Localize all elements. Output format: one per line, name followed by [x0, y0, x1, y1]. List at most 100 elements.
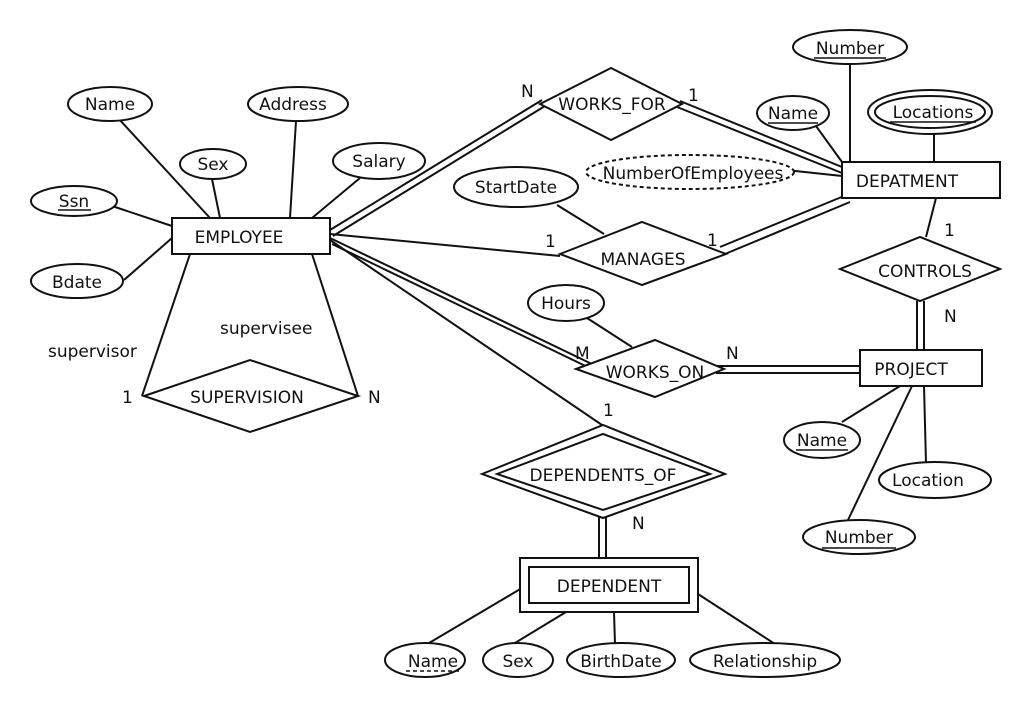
- attribute-employee-name-label: Name: [85, 95, 135, 115]
- line-department-numberofemployees: [785, 169, 843, 177]
- cardinality-supervision-supervisee: N: [368, 388, 381, 408]
- attribute-department-name-key: Name: [756, 95, 830, 131]
- relationship-supervision-label: SUPERVISION: [190, 388, 304, 408]
- attribute-dependent-name-partial-key: Name: [384, 642, 466, 678]
- line-employee-sex: [211, 178, 221, 219]
- line-works-for-department-a: [679, 100, 843, 168]
- attribute-department-locations-label: Locations: [893, 103, 974, 123]
- line-dependent-birthdate: [613, 611, 616, 645]
- attribute-employee-ssn-key: Ssn: [30, 185, 118, 217]
- attribute-dependent-relationship: Relationship: [689, 642, 841, 678]
- connector-lines: [111, 64, 937, 647]
- attribute-employee-sex: Sex: [179, 148, 247, 180]
- line-manages-department-b: [724, 201, 851, 255]
- line-employee-name: [117, 117, 211, 219]
- attribute-employee-bdate: Bdate: [30, 263, 124, 299]
- role-labels: supervisor supervisee: [48, 319, 312, 362]
- attribute-department-numberofemployees-label: NumberOfEmployees: [603, 164, 784, 184]
- line-employee-address: [289, 120, 297, 219]
- line-department-name: [815, 125, 843, 163]
- attribute-department-numberofemployees-derived: NumberOfEmployees: [585, 154, 795, 190]
- attribute-employee-sex-label: Sex: [197, 155, 228, 175]
- role-supervisor: supervisor: [48, 342, 137, 362]
- cardinality-works-on-employee: M: [575, 344, 590, 364]
- entity-dependent-weak: DEPENDENT: [519, 557, 699, 613]
- attribute-employee-ssn-label: Ssn: [59, 192, 89, 212]
- attribute-department-number-label: Number: [816, 39, 884, 59]
- line-project-location: [923, 385, 927, 464]
- attribute-dependent-sex-label: Sex: [502, 652, 533, 672]
- line-manages-startdate: [556, 204, 605, 235]
- line-department-controls: [925, 197, 937, 238]
- relationship-works-on-label: WORKS_ON: [606, 363, 705, 383]
- entity-employee-label: EMPLOYEE: [195, 228, 284, 248]
- attribute-dependent-birthdate-label: BirthDate: [580, 652, 661, 672]
- line-employee-ssn: [111, 205, 173, 227]
- cardinality-controls-department: 1: [944, 221, 955, 241]
- line-employee-manages: [329, 233, 561, 257]
- attribute-employee-name: Name: [67, 86, 153, 122]
- line-dependent-sex: [509, 611, 567, 647]
- relationship-controls-label: CONTROLS: [878, 262, 972, 282]
- line-employee-salary: [311, 177, 361, 219]
- line-employee-dependents-of: [329, 239, 603, 426]
- line-employee-works-for-a: [329, 99, 543, 231]
- entity-department: DEPATMENT: [841, 161, 1001, 199]
- attribute-project-name-label: Name: [797, 431, 847, 451]
- attribute-project-name-key: Name: [783, 421, 861, 459]
- cardinality-labels: N 1 1 1 M N 1 N 1 N 1 N: [122, 82, 957, 534]
- cardinality-manages-employee: 1: [545, 232, 556, 252]
- cardinality-manages-department: 1: [707, 231, 718, 251]
- line-dependent-relationship: [697, 593, 779, 647]
- relationship-dependents-of-label: DEPENDENTS_OF: [530, 466, 677, 486]
- relationship-controls: CONTROLS: [837, 235, 1003, 303]
- line-works-on-hours: [586, 317, 633, 348]
- relationship-works-on: WORKS_ON: [573, 338, 727, 399]
- line-works-for-department-b: [676, 106, 843, 174]
- cardinality-dependents-of-employee: 1: [603, 401, 614, 421]
- attribute-works-on-hours: Hours: [527, 284, 605, 322]
- attribute-employee-bdate-label: Bdate: [52, 273, 102, 293]
- attribute-employee-salary-label: Salary: [352, 152, 405, 172]
- line-dependent-name: [423, 587, 523, 647]
- attribute-employee-salary: Salary: [332, 142, 426, 180]
- attribute-project-number-label: Number: [825, 528, 893, 548]
- attribute-works-on-hours-label: Hours: [541, 294, 591, 314]
- cardinality-works-on-project: N: [726, 344, 739, 364]
- attribute-department-locations-multivalued: Locations: [867, 89, 993, 135]
- line-manages-department-a: [719, 195, 845, 248]
- relationship-manages-label: MANAGES: [600, 250, 685, 270]
- entity-employee: EMPLOYEE: [171, 217, 331, 255]
- entity-department-label: DEPATMENT: [856, 172, 959, 192]
- attribute-project-location: Location: [878, 461, 992, 499]
- attribute-department-name-label: Name: [768, 104, 818, 124]
- attribute-employee-address: Address: [247, 86, 349, 122]
- attribute-project-location-label: Location: [892, 471, 964, 491]
- attribute-manages-startdate-label: StartDate: [475, 178, 557, 198]
- line-employee-bdate: [123, 237, 173, 281]
- cardinality-works-for-employee: N: [521, 82, 534, 102]
- attribute-dependent-birthdate: BirthDate: [566, 642, 676, 678]
- relationship-manages: MANAGES: [557, 220, 729, 287]
- cardinality-dependents-of-dependent: N: [632, 514, 645, 534]
- relationship-works-for: WORKS_FOR: [537, 66, 685, 142]
- attribute-project-number-key: Number: [802, 519, 916, 555]
- attribute-manages-startdate: StartDate: [453, 166, 579, 208]
- relationship-dependents-of-identifying: DEPENDENTS_OF: [479, 423, 728, 520]
- cardinality-works-for-department: 1: [688, 86, 699, 106]
- entity-dependent-label: DEPENDENT: [557, 577, 662, 597]
- entity-project-label: PROJECT: [874, 360, 948, 380]
- line-employee-works-on-b: [331, 243, 599, 373]
- attribute-dependent-sex: Sex: [482, 642, 554, 678]
- line-employee-works-on-a: [329, 237, 597, 367]
- entity-project: PROJECT: [859, 349, 983, 387]
- attribute-dependent-name-label: Name: [408, 652, 458, 672]
- relationship-works-for-label: WORKS_FOR: [558, 95, 666, 115]
- attribute-employee-address-label: Address: [259, 95, 327, 115]
- attribute-department-number-key: Number: [792, 29, 908, 65]
- cardinality-controls-project: N: [944, 307, 957, 327]
- line-employee-works-for-b: [332, 105, 546, 237]
- relationship-supervision: SUPERVISION: [140, 358, 362, 434]
- cardinality-supervision-supervisor: 1: [122, 388, 133, 408]
- line-supervisor: [141, 253, 191, 397]
